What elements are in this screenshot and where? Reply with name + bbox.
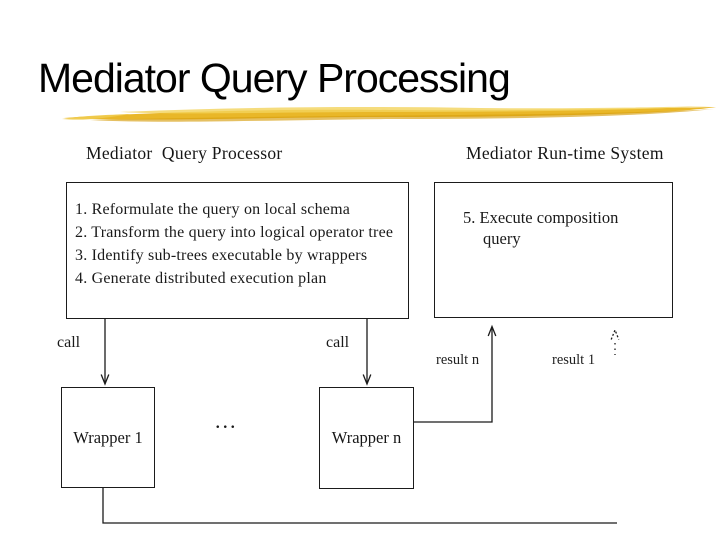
page-title: Mediator Query Processing: [38, 55, 511, 101]
wrapper-1-label: Wrapper 1: [73, 427, 143, 447]
wrapper-n-label: Wrapper n: [331, 428, 402, 447]
brush-underline-accent: [62, 106, 716, 122]
call-arrow-2-head: [362, 374, 372, 386]
bottom-return-line: [102, 488, 617, 524]
result-1-arrow-head: [610, 328, 620, 340]
call-label-1: call: [57, 334, 81, 351]
processor-step-4: 4. Generate distributed execution plan: [75, 270, 327, 287]
runtime-step-line2: query: [483, 229, 521, 248]
wrapper-n-box: Wrapper n: [319, 387, 414, 489]
call-label-2: call: [326, 334, 350, 351]
result-n-label: result n: [436, 352, 480, 368]
wrapper-1-box: Wrapper 1: [61, 387, 155, 488]
runtime-system-box: 5. Execute composition query: [434, 182, 673, 318]
processor-step-1: 1. Reformulate the query on local schema: [75, 201, 351, 218]
processor-step-list: 1. Reformulate the query on local schema…: [67, 183, 408, 290]
query-processor-header: Mediator Query Processor: [86, 143, 283, 163]
result-n-arrow-head: [487, 324, 497, 337]
query-processor-box: 1. Reformulate the query on local schema…: [66, 182, 409, 319]
processor-step-3: 3. Identify sub-trees executable by wrap…: [75, 247, 368, 264]
wrappers-ellipsis: ...: [215, 408, 238, 433]
result-1-label: result 1: [552, 352, 596, 368]
call-arrow-1-head: [100, 374, 110, 386]
result-n-arrow-line: [414, 327, 493, 423]
runtime-step-line1: 5. Execute composition: [463, 208, 619, 227]
runtime-step: 5. Execute composition query: [435, 183, 672, 249]
runtime-system-header: Mediator Run-time System: [466, 143, 664, 163]
processor-step-2: 2. Transform the query into logical oper…: [75, 224, 394, 241]
